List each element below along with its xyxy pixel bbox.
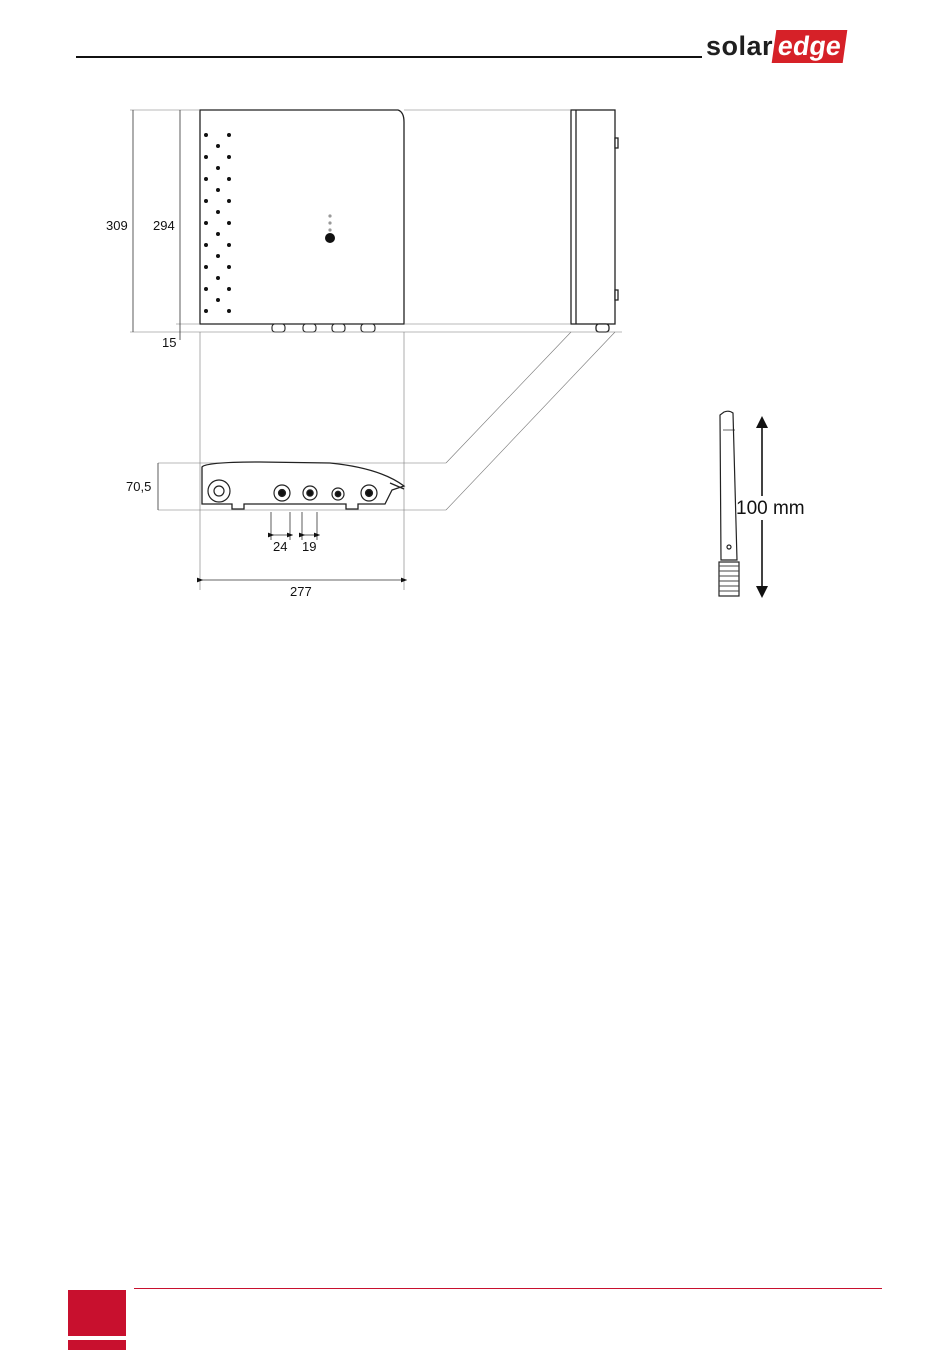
- dim-depth: 70,5: [126, 479, 151, 494]
- antenna-arrow-up-icon: [756, 416, 768, 428]
- antenna-length: 100 mm: [736, 498, 805, 519]
- dim-bottom-offset: 15: [162, 335, 176, 350]
- footer-strip: [68, 1340, 126, 1350]
- front-view: [200, 110, 404, 324]
- dim-width: 277: [290, 584, 312, 599]
- footer-block: [68, 1290, 126, 1336]
- side-view: [571, 110, 618, 332]
- dim-spacing-a: 24: [273, 539, 287, 554]
- top-view: [202, 462, 404, 509]
- bottom-glands: [272, 324, 375, 332]
- antenna-arrow-down-icon: [756, 586, 768, 598]
- dim-body-height: 294: [153, 218, 175, 233]
- dim-spacing-b: 19: [302, 539, 316, 554]
- dim-overall-height: 309: [106, 218, 128, 233]
- footer-rule: [134, 1288, 882, 1289]
